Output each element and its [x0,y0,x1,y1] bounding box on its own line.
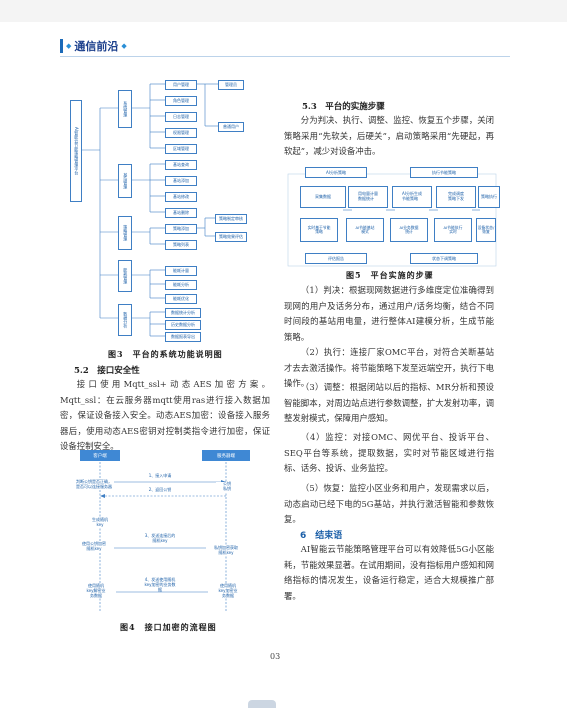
fig3-item: 数据统计分析 [165,308,201,318]
step-adjust-text: （3）调整：根据闭站以后的指标、MR分析和预设智能脚本，对周边站点进行参数调整，… [284,382,494,423]
step-recover-text: （5）恢复：监控小区业务和用户，发现需求以后，动态启动已经下电的5G基站，并执行… [284,483,494,524]
fig3-item: 基站修改 [165,192,197,202]
fig4-step: 2、返回公钥 [148,487,172,492]
fig3-group-data: 数据分析 [118,304,132,336]
figure-5-caption: 图5 平台实施的步骤 [346,270,434,280]
header-title: 通信前沿 [74,40,119,53]
fig3-item: 数据报表导出 [165,332,201,342]
figure-4-caption: 图4 接口加密的流程图 [120,622,217,632]
fig4-left-note: 判断公钥是否正确， 是否可以连接服务器 [74,479,114,490]
header-accent-bar [60,39,63,53]
fig3-item: 基站添加 [165,176,197,186]
fig5-doc: 实时基于节能 策略 [300,218,338,242]
fig5-step: 完成调度 策略下发 [436,186,476,208]
fig3-item: 基站查询 [165,160,197,170]
fig3-item: 策略列表 [165,240,197,250]
step-judge-text: （1）判决：根据现网数据进行多维度定位准确得到现网的用户及话务分布，通过用户/话… [284,285,494,342]
diamond-icon: ◆ [66,42,72,50]
fig3-sub: 管理员 [218,80,244,90]
fig3-item: 基站删除 [165,208,197,218]
fig3-item: 用户管理 [165,80,197,90]
fig3-sub: 策略效果评估 [215,232,247,242]
fig4-step: 1、接入申请 [148,473,172,478]
fig3-group-strategy: 策略管理 [118,216,132,250]
section-5-3-intro: 分为判决、执行、调整、监控、恢复五个步骤，关闭策略采用“先软关，后硬关”，启动策… [284,115,494,156]
fig4-left-note: 使用公钥加密 随机key [74,541,114,552]
journal-header: ◆ 通信前沿 ◆ [60,38,127,54]
fig3-sub: 策略制定审核 [215,214,247,224]
page-number: 03 [270,652,281,661]
fig5-top-box: 执行节能策略 [410,167,478,178]
fig4-step: 3、发送连接后的 随机key [144,533,176,543]
fig3-root: AI智能云节能策略管理平台 [70,100,82,202]
step-execute-text: （2）执行：连接厂家OMC平台，对符合关断基站才去去激活操作。将节能策略下发至远… [284,347,494,388]
fig5-step: 用电量计量 数据统计 [348,186,388,208]
viewer-top-bar [0,0,567,22]
fig3-item: 权限管理 [165,128,197,138]
fig5-step: 采集数据 [300,186,346,208]
fig5-doc: AI节能执行 实时 [434,218,472,242]
fig5-doc: AI节能基站 模式 [346,218,384,242]
figure-3-caption: 图3 平台的系统功能说明图 [108,349,223,359]
fig4-server-header: 服务器端 [202,450,250,461]
fig3-item: 区域管理 [165,144,197,154]
fig5-bottom-box: 状态下调策略 [410,253,478,264]
fig3-item: 策略添加 [165,224,197,234]
fig3-item: 能耗分析 [165,280,197,290]
section-6-text: AI智能云节能策略管理平台可以有效降低5G小区能耗，节能效果显著。在试用期间，没… [284,544,494,601]
fig5-bottom-box: 评估报告 [305,253,367,264]
fig3-group-energy: 能耗管理 [118,260,132,292]
fig4-left-note: 生成随机 key [80,517,120,528]
fig3-item: 日志管理 [165,112,197,122]
fig3-group-station: 基站管理 [118,164,132,198]
fig4-left-note: 使用随机 key解密业 务数据 [76,583,116,599]
fig5-doc: AI业务数据 统计 [390,218,428,242]
step-monitor-text: （4）监控：对接OMC、网优平台、投诉平台、SEQ平台等系统，提取数据，实时对节… [284,432,494,473]
fig4-right-note: 使用随机 key加密业 务数据 [208,583,248,599]
fig3-item: 角色管理 [165,96,197,106]
fig3-item: 历史数据分析 [165,320,201,330]
fig3-item: 能耗优化 [165,294,197,304]
fig3-sub: 普通用户 [218,122,244,132]
header-rule [60,56,510,57]
fig4-step: 4、发送使用随机 key加密的业务数 据 [144,577,176,592]
section-6-title: 6 结束语 [300,531,343,541]
section-5-3-title: 5.3 平台的实施步骤 [302,102,385,112]
fig5-step: 策略执行 [478,186,500,208]
diamond-icon: ◆ [121,42,127,50]
fig3-item: 能耗计量 [165,266,197,276]
fig4-right-note: 公钥 私钥 [216,481,238,492]
fig4-client-header: 客户端 [80,450,120,461]
fig5-top-box: AI分析策略 [305,167,367,178]
section-5-2-title: 5.2 接口安全性 [74,366,140,376]
fig5-step: AI分析生成 节能策略 [392,186,432,208]
page-tab[interactable] [248,700,276,708]
fig3-group-system: 系统管理 [118,90,132,128]
fig4-right-note: 私钥加密获取 随机key [206,545,246,556]
section-5-2-text: 接口使用Mqtt_ssl+动态AES加密方案。Mqtt_ssl：在云服务器mqt… [60,379,270,451]
fig5-doc: 设备状态/ 恢复 [476,218,496,242]
